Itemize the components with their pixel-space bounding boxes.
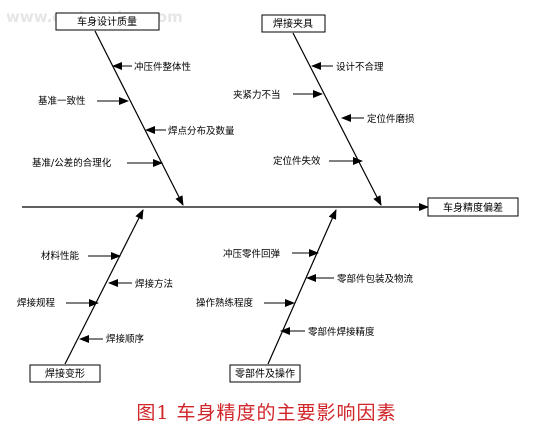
cause-datum-consistency: 基准一致性 (38, 95, 86, 107)
category-box-parts-operation (229, 364, 301, 383)
figure-caption: 图1 车身精度的主要影响因素 (136, 402, 397, 424)
effect-label: 车身精度偏差 (443, 201, 503, 214)
cause-operation-skill: 操作熟练程度 (196, 297, 254, 309)
cause-design-unreasonable: 设计不合理 (336, 61, 384, 73)
cause-stamping-rebound: 冲压零件回弹 (223, 248, 281, 260)
cause-packaging-logistics: 零部件包装及物流 (337, 273, 414, 285)
category-box-body-design (55, 12, 160, 31)
fishbone-diagram: www.cartoonker.com 车身精度偏差 车身设计质量 焊接夹具 焊接… (6, 8, 519, 383)
cause-parts-weld-accuracy: 零部件焊接精度 (308, 326, 375, 338)
bone-parts-operation (267, 209, 337, 365)
cause-locator-wear: 定位件磨损 (367, 113, 415, 125)
bone-welding-deformation (64, 209, 144, 365)
cause-locator-failure: 定位件失效 (273, 155, 321, 167)
category-welding-fixture: 焊接夹具 (273, 17, 313, 30)
bone-body-design (94, 30, 184, 206)
cause-welding-process: 焊接规程 (17, 297, 56, 309)
category-box-welding-fixture (261, 14, 326, 33)
cause-welding-method: 焊接方法 (135, 278, 173, 290)
category-box-welding-deformation (29, 364, 101, 383)
cause-weld-distribution: 焊点分布及数量 (168, 125, 235, 137)
cause-stamping-integrity: 冲压件整体性 (134, 61, 192, 73)
category-welding-deformation: 焊接变形 (45, 367, 85, 380)
cause-welding-sequence: 焊接顺序 (106, 333, 145, 345)
cause-clamping-force: 夹紧力不当 (233, 89, 281, 101)
effect-box (427, 197, 519, 217)
cause-datum-tolerance: 基准/公差的合理化 (32, 157, 112, 169)
bone-welding-fixture (292, 32, 382, 206)
category-parts-operation: 零部件及操作 (235, 367, 295, 380)
cause-material-properties: 材料性能 (41, 250, 80, 262)
category-body-design: 车身设计质量 (77, 15, 137, 28)
